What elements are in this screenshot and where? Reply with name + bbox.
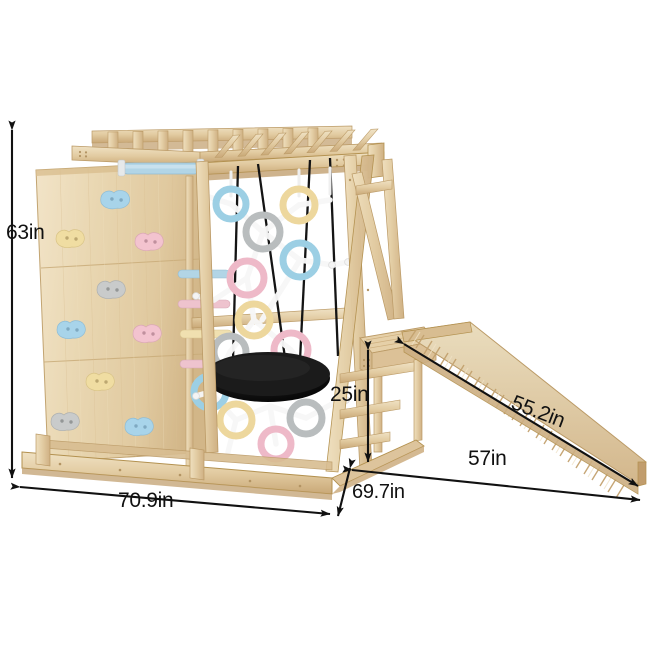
dimension-label-depth: 69.7in xyxy=(352,481,405,503)
saucer-swing xyxy=(206,352,330,402)
dimension-line-ramp-length xyxy=(394,335,639,487)
gymnastic-grip-bar xyxy=(117,158,205,177)
dimension-label-width: 70.9in xyxy=(118,489,174,512)
climbing-hold xyxy=(55,229,85,248)
climbing-hold xyxy=(56,320,86,339)
dimension-label-ramp-run: 57in xyxy=(468,447,507,470)
net-ring xyxy=(216,400,256,440)
climbing-hold xyxy=(134,232,164,251)
dimension-label-deck-height: 25in xyxy=(330,383,369,406)
net-ring xyxy=(226,257,268,299)
dimension-line-width xyxy=(10,482,331,517)
net-ring xyxy=(279,185,319,225)
net-ring xyxy=(242,211,284,253)
dimension-label-height: 63in xyxy=(6,221,45,244)
net-ring xyxy=(234,300,274,340)
climbing-holds-group xyxy=(50,190,164,436)
frame-diagonal-brace xyxy=(351,158,405,321)
climbing-hold xyxy=(124,417,154,436)
net-ring xyxy=(212,185,250,223)
climbing-hold xyxy=(132,324,162,343)
climbing-hold xyxy=(50,412,80,431)
net-ring xyxy=(286,398,326,438)
net-ring xyxy=(279,239,321,281)
climbing-hold xyxy=(85,372,115,391)
climbing-hold xyxy=(100,190,130,210)
dimension-lines xyxy=(8,120,641,517)
monkey-bar-frame-front xyxy=(197,128,385,181)
climbing-hold xyxy=(96,280,126,299)
